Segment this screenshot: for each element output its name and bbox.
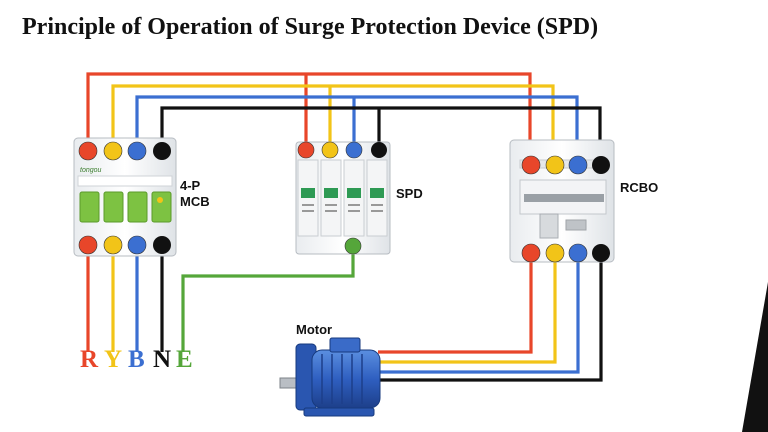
motor-yellow-wire (380, 254, 557, 364)
page-title: Principle of Operation of Surge Protecti… (22, 14, 599, 40)
phase-label-b: B (128, 346, 145, 373)
motor-blue-wire (380, 254, 580, 374)
motor-black-wire (378, 254, 603, 382)
rcbo-top-terminals (521, 155, 610, 175)
black-top-wire (160, 106, 602, 166)
spd-earth-terminal (344, 237, 362, 255)
spd-modules (297, 159, 388, 237)
top-wires (86, 72, 602, 166)
rcbo-label: RCBO (620, 180, 659, 195)
earth-wire (181, 248, 355, 352)
mcb-top-terminals (78, 141, 171, 161)
motor-red-wire (378, 254, 533, 354)
mcb-brand-logo: tongou (80, 167, 102, 174)
red-top-wire (86, 72, 532, 166)
spd-device (295, 141, 391, 255)
motor-icon (279, 337, 381, 417)
mcb-label-line1: 4-P (180, 178, 201, 193)
phase-label-n: N (153, 346, 172, 373)
bottom-wires (86, 246, 603, 382)
spd-terminals (297, 141, 387, 255)
mcb-label-line2: MCB (180, 194, 210, 209)
motor-label: Motor (296, 322, 333, 337)
phase-label-y: Y (104, 346, 123, 373)
spd-label: SPD (396, 186, 423, 201)
phase-label-r: R (80, 346, 99, 373)
phase-label-e: E (176, 346, 193, 373)
mcb-device: tongou (73, 137, 177, 257)
corner-decoration (742, 282, 768, 432)
rcbo-device (509, 139, 615, 263)
mcb-bottom-terminals (78, 235, 171, 255)
mcb-label: 4-P MCB (180, 178, 210, 210)
blue-top-wire (135, 95, 579, 166)
rcbo-bottom-terminals (521, 243, 610, 263)
yellow-top-wire (111, 84, 555, 166)
